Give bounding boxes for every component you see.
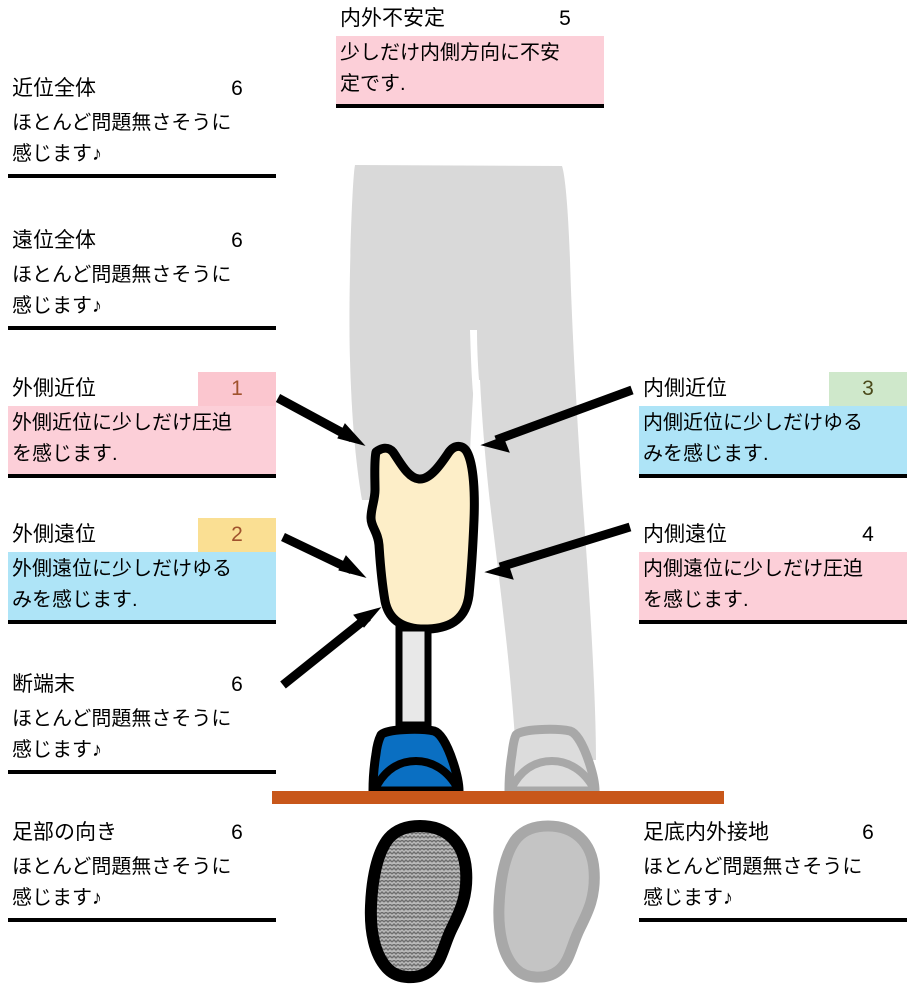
panel-score-badge: 6: [231, 673, 243, 696]
panel-score-badge: 6: [231, 229, 243, 252]
panel-body: 外側近位に少しだけ圧迫 を感じます.: [8, 406, 276, 474]
panel-title-row: 遠位全体 6: [8, 224, 276, 258]
panel-divider: [639, 474, 907, 478]
arrow-medial-proximal: [480, 385, 634, 453]
panel-sole-mediolateral-contact: 足底内外接地 6 ほとんど問題無さそうに 感じます♪: [639, 816, 907, 922]
panel-divider: [8, 474, 276, 478]
panel-score-badge: 2: [198, 518, 276, 552]
panel-title: 外側近位: [12, 377, 96, 400]
panel-body: ほとんど問題無さそうに 感じます♪: [8, 106, 276, 174]
panel-title: 近位全体: [12, 77, 96, 100]
panel-title-row: 断端末 6: [8, 668, 276, 702]
panel-title-row: 内外不安定 5: [336, 2, 604, 36]
panel-divider: [8, 620, 276, 624]
sound-limb-silhouette: [349, 165, 596, 760]
panel-body: ほとんど問題無さそうに 感じます♪: [8, 850, 276, 918]
panel-title-row: 足底内外接地 6: [639, 816, 907, 850]
panel-title-row: 内側遠位 4: [639, 518, 907, 552]
panel-medial-distal: 内側遠位 4 内側遠位に少しだけ圧迫 を感じます.: [639, 518, 907, 624]
panel-title: 足底内外接地: [643, 821, 769, 844]
panel-score-badge: 4: [862, 523, 874, 546]
panel-divider: [8, 770, 276, 774]
panel-medial-proximal: 内側近位 3 内側近位に少しだけゆる みを感じます.: [639, 372, 907, 478]
panel-title: 遠位全体: [12, 229, 96, 252]
panel-body: 少しだけ内側方向に不安 定です.: [336, 36, 604, 104]
arrow-stump-end: [280, 607, 382, 689]
panel-lateral-distal: 外側遠位 2 外側遠位に少しだけゆる みを感じます.: [8, 518, 276, 624]
panel-title-row: 外側遠位 2: [8, 518, 276, 552]
panel-title: 内側遠位: [643, 523, 727, 546]
panel-title: 足部の向き: [12, 821, 117, 844]
panel-title: 断端末: [12, 673, 75, 696]
ground-line: [272, 791, 724, 804]
panel-lateral-proximal: 外側近位 1 外側近位に少しだけ圧迫 を感じます.: [8, 372, 276, 478]
arrow-lateral-distal: [281, 532, 367, 578]
panel-title: 内外不安定: [340, 7, 445, 30]
panel-divider: [8, 174, 276, 178]
prosthetic-pylon: [395, 624, 432, 729]
arrow-lateral-proximal: [275, 394, 366, 446]
panel-body: 内側遠位に少しだけ圧迫 を感じます.: [639, 552, 907, 620]
panel-body: 内側近位に少しだけゆる みを感じます.: [639, 406, 907, 474]
panel-body: 外側遠位に少しだけゆる みを感じます.: [8, 552, 276, 620]
panel-body: ほとんど問題無さそうに 感じます♪: [8, 258, 276, 326]
panel-score-badge: 5: [559, 7, 571, 30]
panel-title: 内側近位: [643, 377, 727, 400]
panel-divider: [8, 326, 276, 330]
prosthetic-shoe: [368, 724, 464, 796]
panel-mediolateral-instability: 内外不安定 5 少しだけ内側方向に不安 定です.: [336, 2, 604, 108]
panel-foot-direction: 足部の向き 6 ほとんど問題無さそうに 感じます♪: [8, 816, 276, 922]
panel-title-row: 近位全体 6: [8, 72, 276, 106]
prosthetic-socket: [366, 441, 479, 634]
prosthetic-footprint: [364, 820, 473, 984]
panel-distal-overall: 遠位全体 6 ほとんど問題無さそうに 感じます♪: [8, 224, 276, 330]
panel-stump-end: 断端末 6 ほとんど問題無さそうに 感じます♪: [8, 668, 276, 774]
panel-score-badge: 6: [862, 821, 874, 844]
arrow-medial-distal: [484, 522, 632, 580]
pointer-arrows: [275, 385, 634, 689]
panel-title-row: 内側近位 3: [639, 372, 907, 406]
panel-body: ほとんど問題無さそうに 感じます♪: [639, 850, 907, 918]
panel-score-badge: 6: [231, 77, 243, 100]
panel-title-row: 足部の向き 6: [8, 816, 276, 850]
panel-divider: [639, 918, 907, 922]
sound-side-footprint: [493, 820, 600, 983]
panel-divider: [8, 918, 276, 922]
panel-score-badge: 3: [829, 372, 907, 406]
panel-score-badge: 6: [231, 821, 243, 844]
panel-score-badge: 1: [198, 372, 276, 406]
panel-divider: [336, 104, 604, 108]
panel-divider: [639, 620, 907, 624]
sound-side-shoe: [504, 724, 600, 796]
panel-proximal-overall: 近位全体 6 ほとんど問題無さそうに 感じます♪: [8, 72, 276, 178]
panel-title: 外側遠位: [12, 523, 96, 546]
panel-title-row: 外側近位 1: [8, 372, 276, 406]
panel-body: ほとんど問題無さそうに 感じます♪: [8, 702, 276, 770]
